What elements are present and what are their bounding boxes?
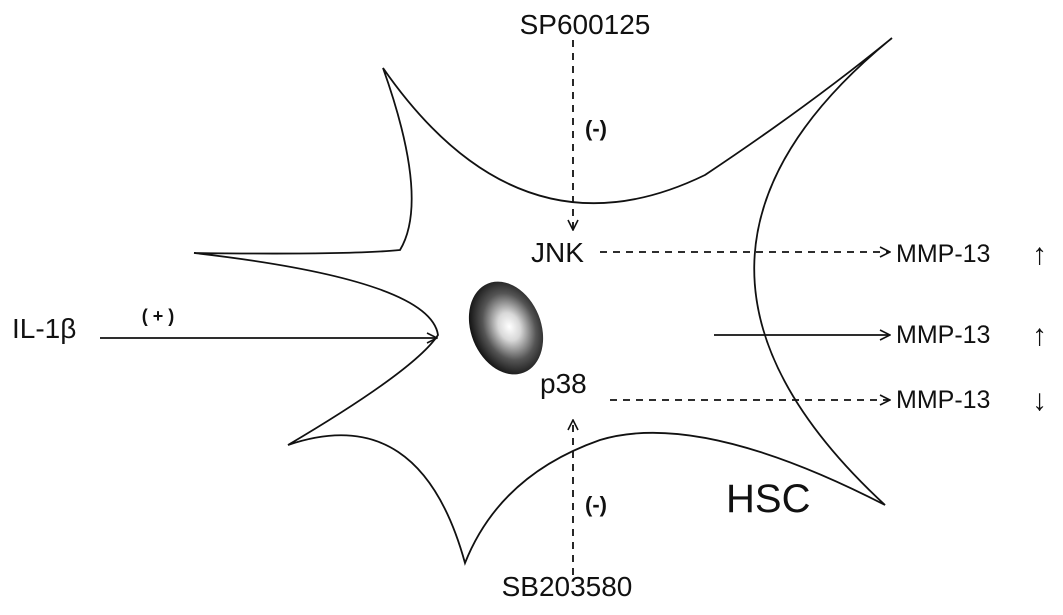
output-p38-change-icon: ↓ — [1032, 384, 1047, 417]
p38-inhibitor-label: SB203580 — [502, 571, 633, 602]
output-jnk-change-icon: ↑ — [1032, 238, 1047, 271]
stimulus-label: IL-1β — [12, 313, 76, 344]
inhibit-sign-bottom: (-) — [585, 492, 607, 517]
nucleus — [468, 281, 544, 375]
jnk-label: JNK — [531, 237, 584, 268]
output-jnk-label: MMP-13 — [896, 240, 990, 268]
cell-outline — [193, 37, 893, 566]
stimulus-effect-label: ( + ) — [142, 306, 175, 326]
jnk-inhibitor-label: SP600125 — [520, 9, 651, 40]
p38-label: p38 — [540, 368, 587, 399]
inhibit-sign-top: (-) — [585, 116, 607, 141]
output-direct-change-icon: ↑ — [1032, 319, 1047, 352]
output-p38-label: MMP-13 — [896, 386, 990, 414]
output-direct-label: MMP-13 — [896, 321, 990, 349]
cell-label: HSC — [726, 477, 810, 521]
